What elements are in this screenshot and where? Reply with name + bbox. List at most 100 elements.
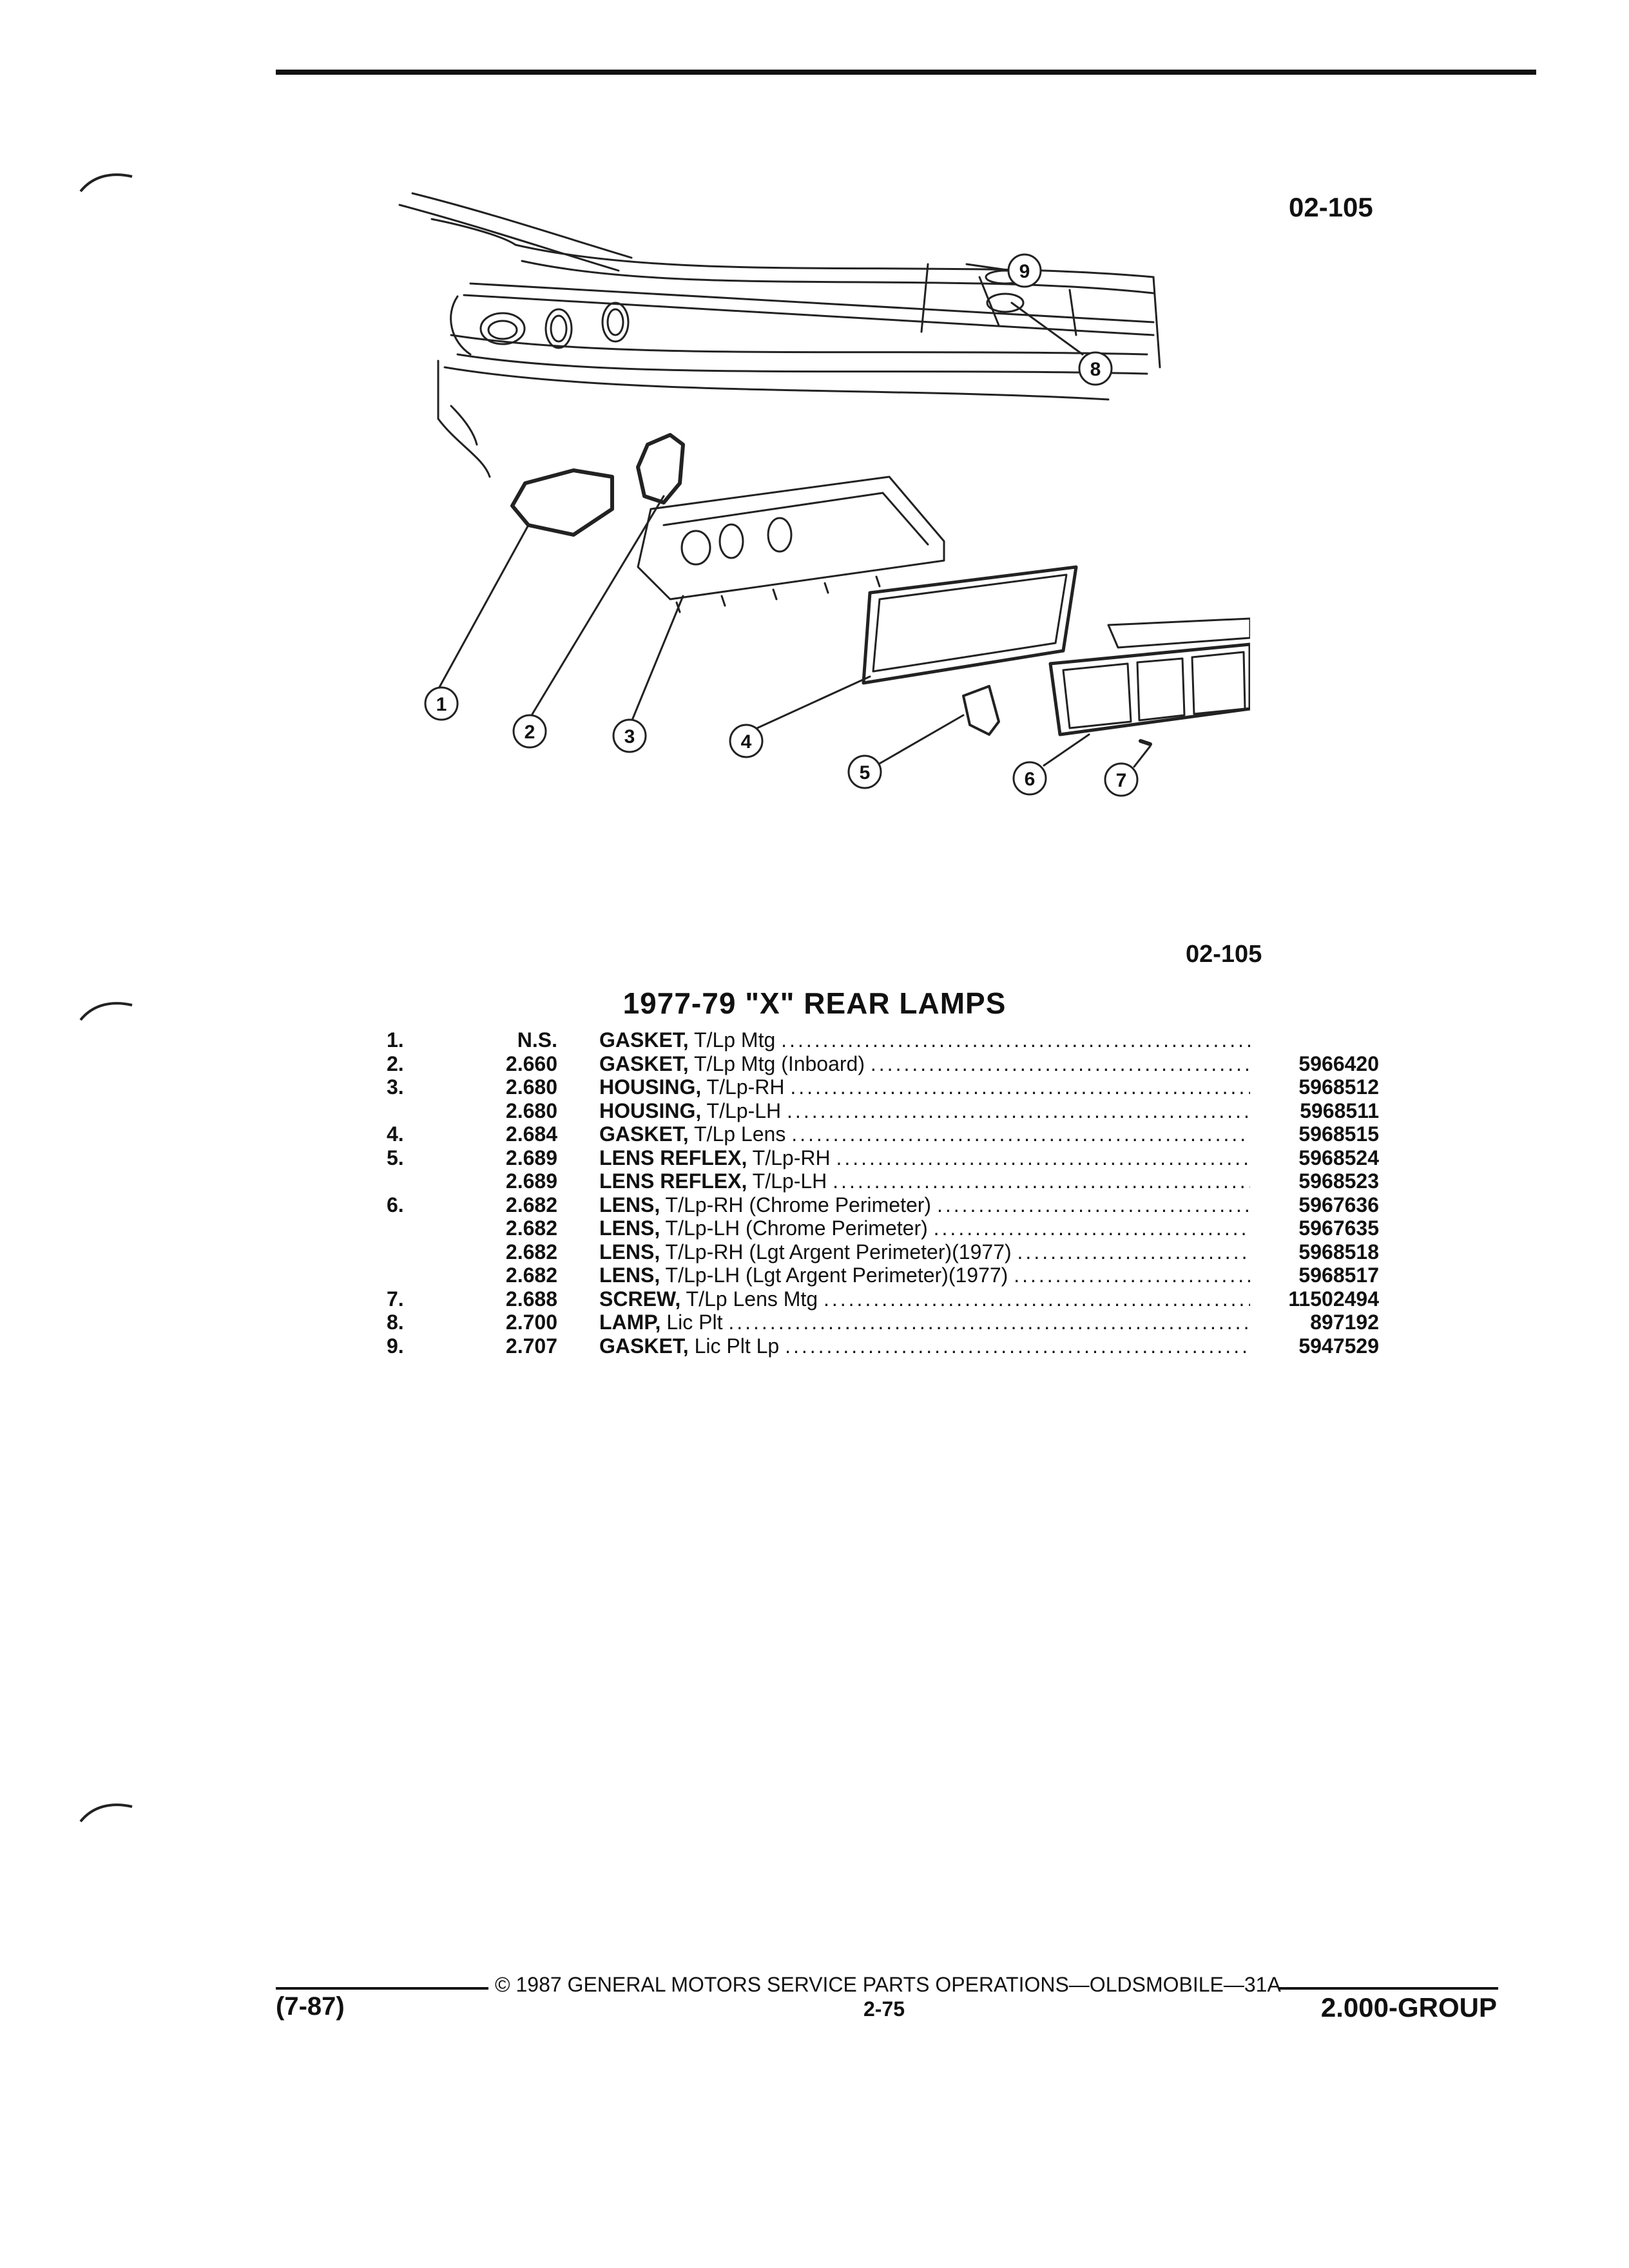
group-number: 2.682 (505, 1193, 557, 1216)
group-number: 2.682 (505, 1264, 557, 1287)
group-number: 2.684 (505, 1122, 557, 1146)
footer-copyright: © 1987 GENERAL MOTORS SERVICE PARTS OPER… (495, 1973, 1281, 1996)
svg-text:8: 8 (1090, 359, 1101, 380)
part-description: GASKET, T/Lp Mtg (Inboard) .............… (599, 1052, 1250, 1076)
svg-text:7: 7 (1116, 770, 1127, 791)
part-detail: T/Lp-LH (Chrome Perimeter) (665, 1216, 928, 1240)
part-number: 897192 (1310, 1311, 1379, 1334)
part-detail: T/Lp-LH (752, 1169, 827, 1193)
part-number: 5968523 (1298, 1169, 1379, 1193)
item-number: 5. (387, 1146, 404, 1169)
part-name: GASKET, (599, 1028, 689, 1052)
table-row: 2.689 LENS REFLEX, T/Lp-LH ..............… (387, 1169, 1379, 1193)
table-row: 1. N.S. GASKET, T/Lp Mtg .................… (387, 1028, 1379, 1052)
section-title: 1977-79 "X" REAR LAMPS (622, 986, 1007, 1020)
table-row: 2.682 LENS, T/Lp-LH (Lgt Argent Perimeter… (387, 1264, 1379, 1287)
part-number: 5967635 (1298, 1216, 1379, 1240)
part-number: 5968511 (1300, 1099, 1379, 1122)
leader-dots: ........................................… (791, 1122, 1250, 1146)
part-name: HOUSING, (599, 1099, 702, 1122)
item-number: 2. (387, 1052, 404, 1075)
housing-3 (637, 476, 945, 613)
part-name: LENS, (599, 1240, 660, 1264)
callout-9: 9 (1007, 253, 1042, 288)
leader-dots: ........................................… (933, 1216, 1250, 1240)
group-number: 2.689 (505, 1169, 557, 1193)
callout-3: 3 (612, 718, 647, 753)
part-name: GASKET, (599, 1052, 689, 1075)
part-detail: T/Lp-LH (Lgt Argent Perimeter)(1977) (665, 1264, 1008, 1287)
page-number: 2-75 (863, 1997, 905, 2021)
item-number: 1. (387, 1028, 404, 1052)
table-row: 5. 2.689 LENS REFLEX, T/Lp-RH ............… (387, 1146, 1379, 1170)
callout-4: 4 (729, 724, 764, 758)
table-row: 2. 2.660 GASKET, T/Lp Mtg (Inboard) ......… (387, 1052, 1379, 1076)
gasket-1 (510, 468, 614, 537)
part-description: LENS, T/Lp-LH (Chrome Perimeter) .......… (599, 1216, 1250, 1240)
svg-text:3: 3 (624, 726, 635, 747)
footer-revision: (7-87) (276, 1992, 345, 2021)
leader-dots: ........................................… (785, 1334, 1250, 1358)
footer-rule-right (1279, 1987, 1498, 1990)
group-number: 2.682 (505, 1240, 557, 1264)
exploded-view-diagram: 1 2 3 4 5 6 7 8 9 (398, 192, 1250, 797)
part-detail: T/Lp-RH (752, 1146, 831, 1169)
group-number: 2.700 (505, 1311, 557, 1334)
item-number: 7. (387, 1287, 404, 1311)
part-description: SCREW, T/Lp Lens Mtg ...................… (599, 1287, 1250, 1311)
part-description: LENS, T/Lp-LH (Lgt Argent Perimeter)(197… (599, 1264, 1250, 1287)
gasket-4 (862, 565, 1078, 685)
part-description: GASKET, Lic Plt Lp .....................… (599, 1334, 1250, 1358)
table-row: 7. 2.688 SCREW, T/Lp Lens Mtg ............… (387, 1287, 1379, 1311)
leader-dots: ........................................… (870, 1052, 1250, 1075)
part-number: 5966420 (1298, 1052, 1379, 1075)
part-number: 5968517 (1298, 1264, 1379, 1287)
group-number: 2.682 (505, 1216, 557, 1240)
part-name: LENS, (599, 1216, 660, 1240)
leader-dots: ........................................… (787, 1099, 1250, 1122)
part-number: 5968518 (1298, 1240, 1379, 1264)
part-detail: T/Lp-RH (Chrome Perimeter) (665, 1193, 932, 1216)
part-name: SCREW, (599, 1287, 681, 1311)
group-number: 2.660 (505, 1052, 557, 1075)
part-description: LENS REFLEX, T/Lp-LH ...................… (599, 1169, 1250, 1193)
leader-dots: ........................................… (781, 1028, 1250, 1052)
part-description: LENS REFLEX, T/Lp-RH ...................… (599, 1146, 1250, 1170)
part-detail: Lic Plt Lp (694, 1334, 780, 1358)
svg-text:6: 6 (1025, 769, 1036, 790)
item-number: 8. (387, 1311, 404, 1334)
group-number: 2.688 (505, 1287, 557, 1311)
punch-mark (79, 173, 133, 193)
part-name: HOUSING, (599, 1075, 702, 1099)
leader-dots: ........................................… (728, 1311, 1250, 1334)
part-description: LENS, T/Lp-RH (Lgt Argent Perimeter)(197… (599, 1240, 1250, 1264)
part-name: GASKET, (599, 1334, 689, 1358)
part-description: HOUSING, T/Lp-LH .......................… (599, 1099, 1250, 1123)
part-detail: T/Lp-RH (Lgt Argent Perimeter)(1977) (665, 1240, 1012, 1264)
svg-text:5: 5 (860, 762, 871, 783)
callout-1: 1 (424, 686, 459, 721)
callout-5: 5 (847, 754, 882, 789)
leader-dots: ........................................… (836, 1146, 1250, 1169)
part-number: 11502494 (1288, 1287, 1379, 1311)
leader-dots: ........................................… (936, 1193, 1250, 1216)
part-detail: T/Lp Mtg (694, 1028, 776, 1052)
part-detail: Lic Plt (666, 1311, 723, 1334)
group-number: N.S. (517, 1028, 557, 1052)
callout-6: 6 (1012, 761, 1047, 796)
callout-8: 8 (1078, 351, 1113, 386)
item-number: 3. (387, 1075, 404, 1099)
item-number: 9. (387, 1334, 404, 1358)
part-number: 5968515 (1298, 1122, 1379, 1146)
leader-dots: ........................................… (1014, 1264, 1250, 1287)
group-number: 2.689 (505, 1146, 557, 1169)
leader-dots: ........................................… (1017, 1240, 1250, 1264)
top-rule (276, 70, 1536, 75)
rear-body-panel (398, 192, 1161, 478)
part-detail: T/Lp Lens Mtg (686, 1287, 818, 1311)
part-description: GASKET, T/Lp Mtg .......................… (599, 1028, 1250, 1052)
part-description: HOUSING, T/Lp-RH .......................… (599, 1075, 1250, 1099)
part-name: LENS, (599, 1193, 660, 1216)
